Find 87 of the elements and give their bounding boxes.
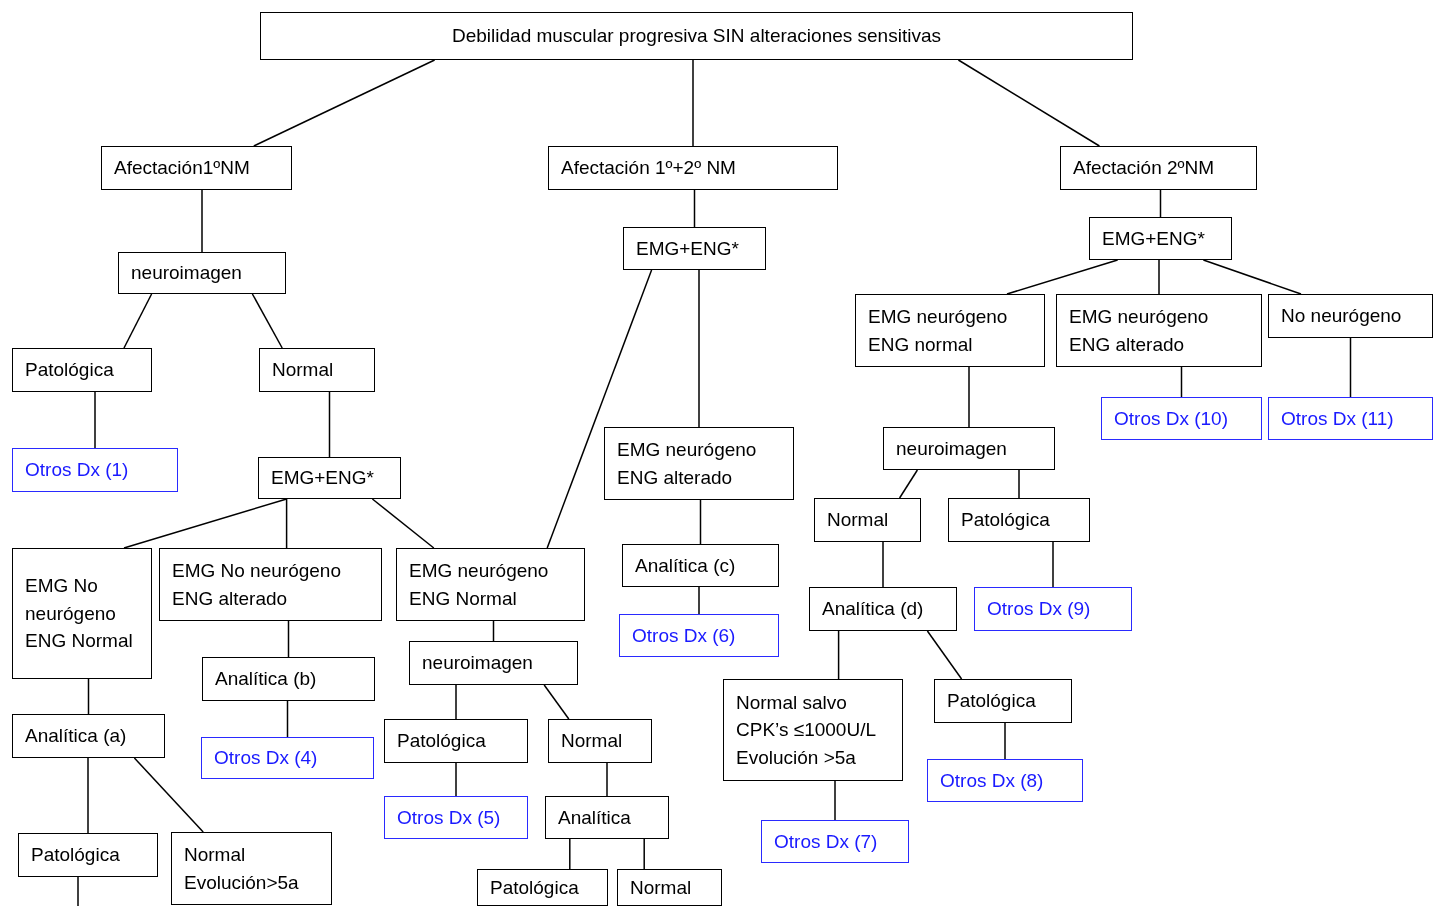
step-box: neuroimagen: [409, 641, 578, 685]
step-box: EMG+ENG*: [258, 457, 401, 499]
step-box: No neurógeno: [1268, 294, 1433, 338]
step-box: Analítica (d): [809, 587, 957, 631]
connector-line: [834, 780, 836, 821]
outcome-box: Otros Dx (4): [201, 737, 374, 779]
connector-line: [328, 391, 331, 458]
connector-line: [606, 762, 608, 797]
connector-line: [1202, 259, 1302, 295]
connector-line: [698, 269, 700, 428]
connector-line: [569, 838, 571, 870]
step-box: Patológica: [18, 833, 158, 877]
step-box: Normal: [259, 348, 375, 392]
step-box: EMG No neurógeno ENG alterado: [159, 548, 382, 621]
connector-line: [1158, 259, 1160, 295]
title-box: Debilidad muscular progresiva SIN alteraciones sensitivas: [260, 12, 1133, 60]
connector-line: [77, 876, 79, 906]
connector-line: [692, 59, 694, 147]
connector-line: [968, 366, 970, 428]
connector-line: [957, 59, 1101, 147]
connector-line: [1052, 541, 1054, 588]
step-box: Patológica: [12, 348, 152, 392]
connector-line: [543, 684, 570, 720]
connector-line: [1349, 337, 1352, 398]
step-box: EMG neurógeno ENG alterado: [1056, 294, 1262, 367]
connector-line: [455, 762, 457, 797]
connector-line: [698, 586, 700, 615]
step-box: Normal salvo CPK’s ≤1000U/L Evolución >5a: [723, 679, 903, 781]
connector-line: [1018, 469, 1020, 499]
step-box: EMG neurógeno ENG alterado: [604, 427, 794, 500]
connector-line: [546, 269, 653, 549]
step-box: EMG neurógeno ENG Normal: [396, 548, 585, 621]
connector-line: [837, 630, 840, 680]
step-box: Normal Evolución>5a: [171, 832, 332, 905]
step-box: EMG neurógeno ENG normal: [855, 294, 1045, 367]
connector-line: [898, 469, 919, 499]
connector-line: [455, 684, 457, 720]
outcome-box: Otros Dx (7): [761, 820, 909, 863]
connector-line: [693, 189, 696, 228]
outcome-box: Otros Dx (9): [974, 587, 1132, 631]
connector-line: [286, 700, 289, 738]
connector-line: [87, 757, 89, 834]
connector-line: [1004, 722, 1006, 760]
step-box: Patológica: [477, 869, 608, 906]
step-box: Analítica (b): [202, 657, 375, 701]
step-box: neuroimagen: [118, 252, 286, 294]
step-box: Normal: [617, 869, 722, 906]
connector-line: [643, 838, 645, 870]
outcome-box: Otros Dx (8): [927, 759, 1083, 802]
step-box: EMG+ENG*: [1089, 217, 1232, 260]
connector-line: [1006, 259, 1119, 295]
step-box: Patológica: [934, 679, 1072, 723]
connector-line: [201, 189, 203, 253]
step-box: EMG No neurógeno ENG Normal: [12, 548, 152, 679]
step-box: EMG+ENG*: [623, 227, 766, 270]
connector-line: [253, 59, 436, 147]
step-box: neuroimagen: [883, 427, 1055, 470]
connector-line: [133, 757, 204, 833]
step-box: Analítica (c): [622, 544, 779, 587]
step-box: Analítica: [545, 796, 669, 839]
outcome-box: Otros Dx (10): [1101, 397, 1262, 440]
connector-line: [492, 620, 495, 642]
connector-line: [1159, 189, 1162, 218]
connector-line: [285, 498, 288, 549]
connector-line: [94, 391, 96, 449]
step-box: Afectación 1º+2º NM: [548, 146, 838, 190]
connector-line: [287, 620, 290, 658]
connector-line: [87, 678, 90, 715]
step-box: Normal: [548, 719, 652, 763]
outcome-box: Otros Dx (5): [384, 796, 528, 839]
step-box: Analítica (a): [12, 714, 165, 758]
step-box: Normal: [814, 498, 921, 542]
step-box: Patológica: [384, 719, 528, 763]
outcome-box: Otros Dx (1): [12, 448, 178, 492]
connector-line: [123, 498, 288, 549]
connector-line: [123, 293, 153, 349]
connector-line: [1180, 366, 1183, 398]
outcome-box: Otros Dx (6): [619, 614, 779, 657]
step-box: Patológica: [948, 498, 1090, 542]
step-box: Afectación1ºNM: [101, 146, 292, 190]
connector-line: [882, 541, 884, 588]
connector-line: [926, 630, 963, 680]
step-box: Afectación 2ºNM: [1060, 146, 1257, 190]
connector-line: [371, 498, 435, 549]
connector-line: [251, 293, 283, 349]
connector-line: [699, 499, 702, 545]
outcome-box: Otros Dx (11): [1268, 397, 1433, 440]
